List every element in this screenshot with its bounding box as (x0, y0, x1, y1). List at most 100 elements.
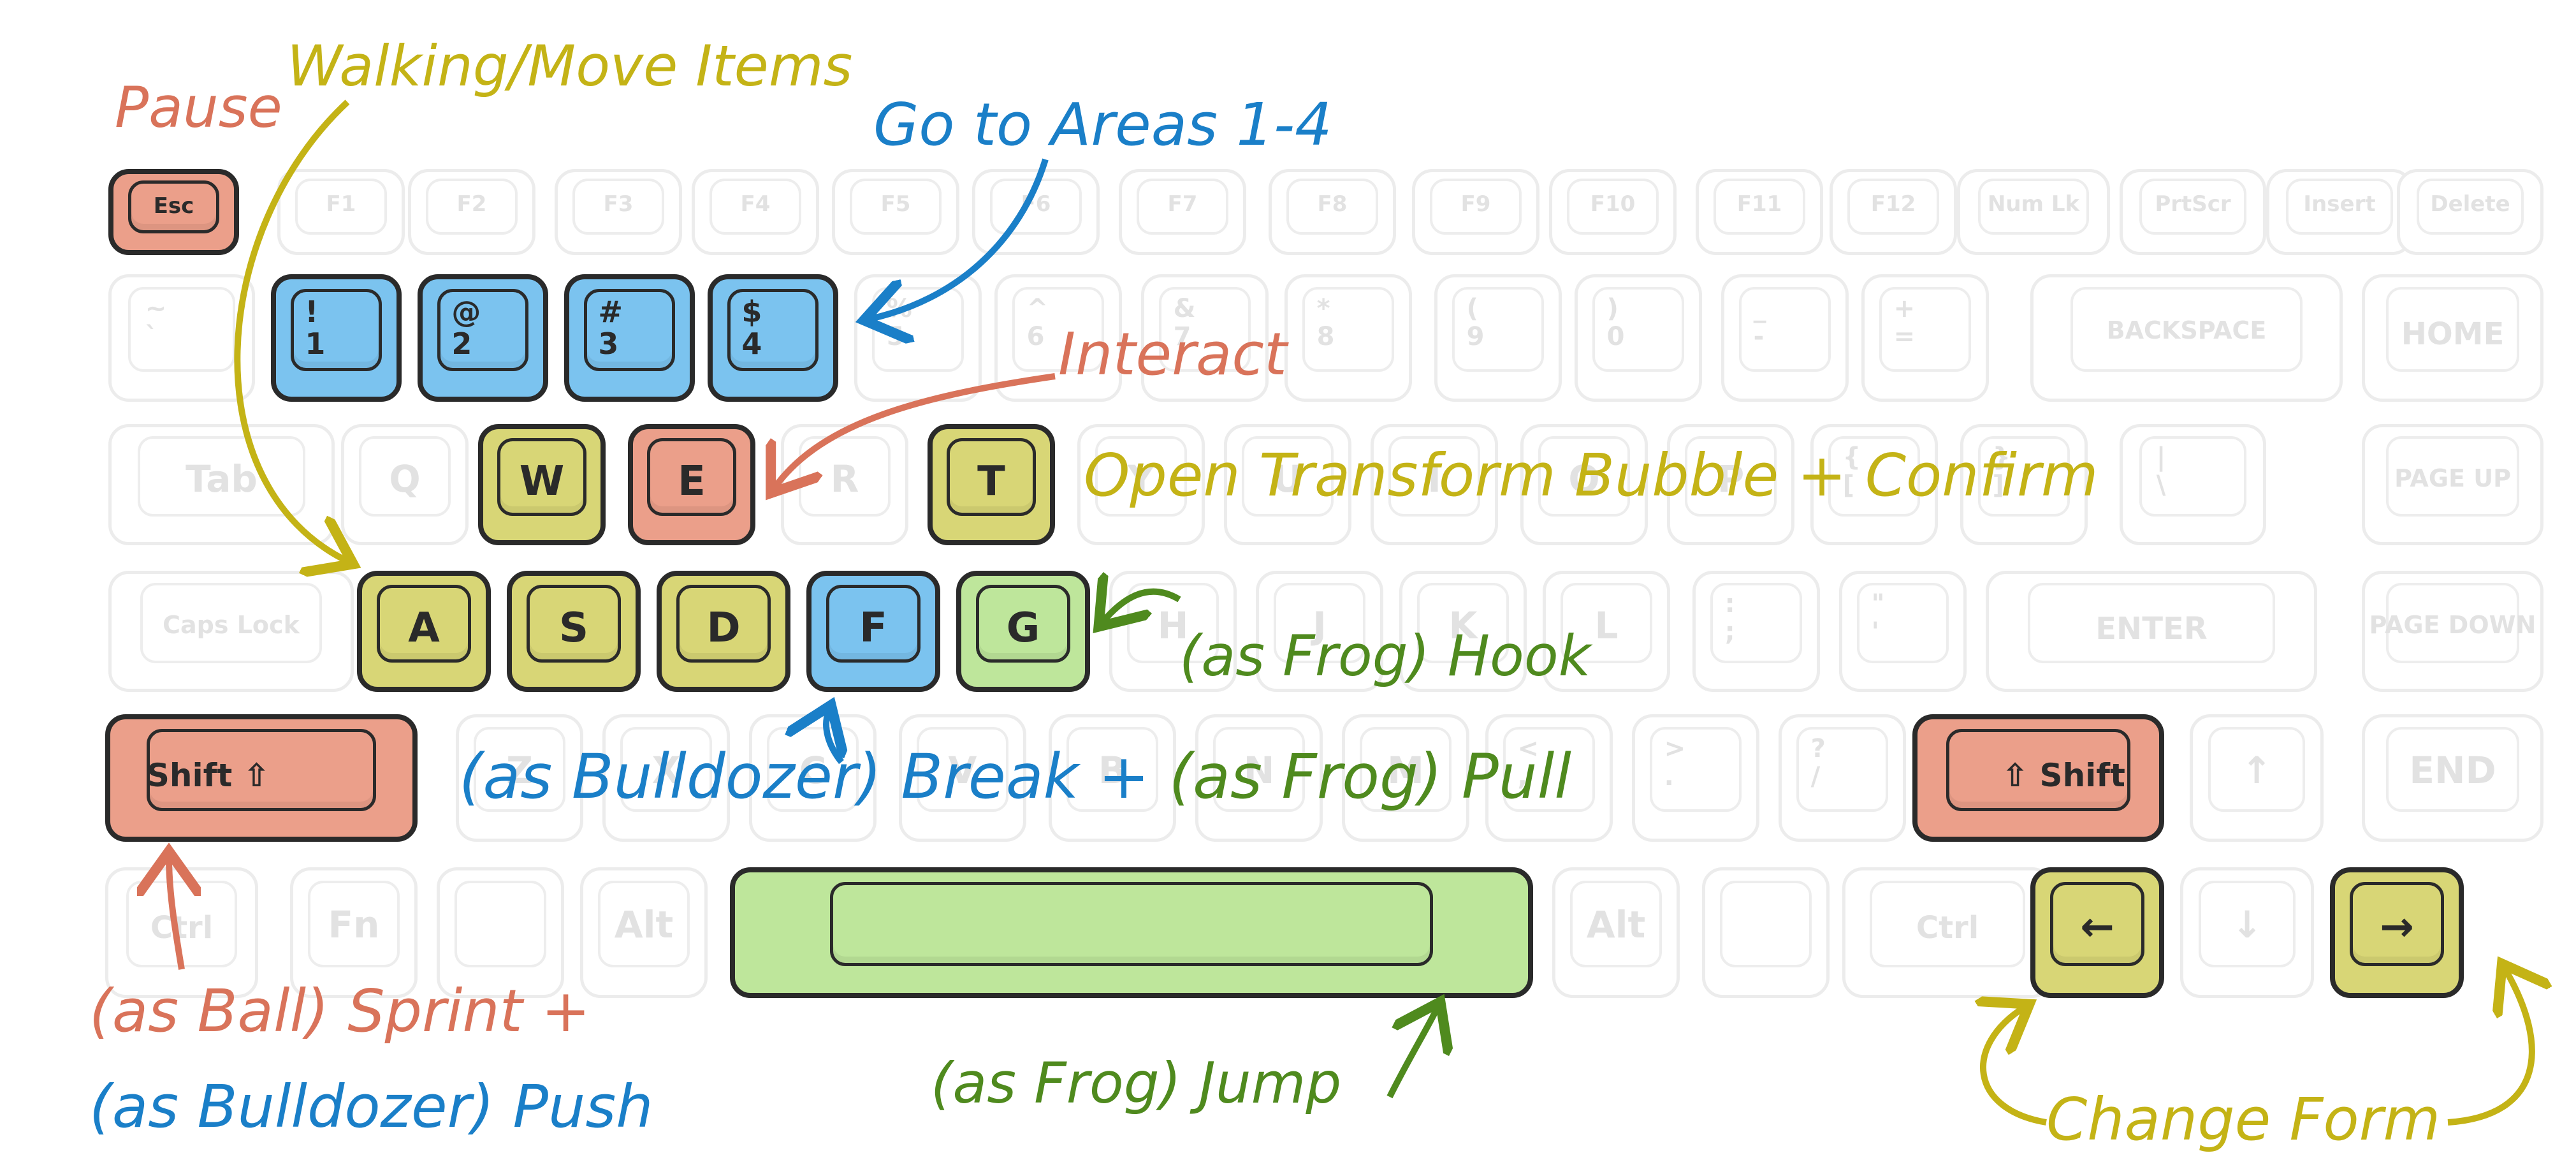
label-frog-hook: (as Frog) Hook (1179, 623, 1591, 689)
key-symbol: += (1861, 274, 1989, 402)
keycap (2286, 179, 2393, 235)
keycap (1828, 436, 1921, 517)
label-pause: Pause (115, 75, 282, 140)
key-legend: ~ (145, 293, 167, 323)
key-p: P (1667, 424, 1794, 545)
keycap (1856, 583, 1949, 664)
key-label: !1 (305, 296, 397, 360)
key-label: Alt (1586, 902, 1646, 946)
keycap (709, 179, 802, 235)
key-4: $4 (708, 274, 838, 402)
key-legend: 4 (741, 327, 762, 362)
key-f2: F2 (408, 169, 535, 255)
key-end: END (2362, 714, 2543, 842)
label-bulldozer-push: (as Bulldozer) Push (89, 1073, 653, 1141)
key-blank (437, 867, 564, 998)
keycap (976, 584, 1070, 663)
label-frog-pull: (as Frog) Pull (1168, 741, 1571, 812)
key-legend: ! (305, 294, 319, 329)
key-label: F7 (1167, 191, 1198, 217)
keycap (1560, 583, 1653, 664)
key-legend: 1 (305, 327, 326, 362)
keycap (138, 436, 305, 517)
keycap (1719, 880, 1812, 968)
key-legend: 0 (1606, 321, 1625, 351)
key-u: U (1224, 424, 1351, 545)
key-legend: { (1842, 443, 1861, 473)
key-label: PrtScr (2155, 191, 2231, 217)
keycap (620, 727, 713, 812)
key-label: |\ (2157, 443, 2263, 499)
key-f5: F5 (832, 169, 959, 255)
key-label: U (1272, 457, 1303, 501)
keycap (1684, 436, 1777, 517)
key-legend: 2 (451, 327, 472, 362)
keycap (1066, 727, 1159, 812)
key-f8: F8 (1269, 169, 1396, 255)
keycap (2208, 727, 2305, 812)
keycap (290, 288, 382, 371)
keycap (1710, 583, 1803, 664)
key-page-up: PAGE UP (2362, 424, 2543, 545)
keycap (454, 880, 547, 968)
key-m: M (1342, 714, 1469, 842)
key-label: V (948, 749, 977, 793)
keycap (1879, 287, 1972, 372)
key-d: D (657, 571, 790, 692)
key-legend: / (1810, 761, 1821, 791)
key-2: @2 (418, 274, 548, 402)
keycap (2199, 880, 2296, 968)
key-label: PAGE DOWN (2369, 610, 2536, 639)
key-label: &7 (1174, 295, 1265, 351)
key-label: Caps Lock (163, 610, 300, 639)
keycap (1592, 287, 1685, 372)
hook-arrow (1103, 592, 1181, 622)
label-ball-sprint: (as Ball) Sprint + (89, 977, 591, 1045)
key-label: _- (1754, 295, 1845, 351)
key-j: J (1256, 571, 1383, 692)
key-legend: ' (1871, 617, 1879, 647)
keycap (727, 288, 819, 371)
key-symbol: |\ (2120, 424, 2266, 545)
key-x: X (602, 714, 730, 842)
key-legend: ^ (1026, 293, 1049, 323)
key-f12: F12 (1830, 169, 1957, 255)
keycap (1388, 436, 1481, 517)
keycap (1977, 436, 2070, 517)
keycap (295, 179, 388, 235)
keycap (1302, 287, 1395, 372)
key-label: ?/ (1811, 735, 1903, 791)
keycap (437, 288, 529, 371)
interact-arrow (775, 373, 1056, 488)
key-v: V (899, 714, 1026, 842)
keycap (1212, 727, 1306, 812)
key-legend: _ (1753, 293, 1766, 323)
keycap (425, 179, 518, 235)
key-num-lk: Num Lk (1957, 169, 2110, 255)
key-legend: 6 (1026, 321, 1045, 351)
key-label: P (1717, 457, 1745, 501)
key-alt: Alt (580, 867, 708, 998)
key-label: ⇧ Shift (2002, 756, 2125, 794)
key-f3: F3 (555, 169, 682, 255)
key-label: ← (2080, 904, 2114, 951)
key-k: K (1399, 571, 1527, 692)
keycap (1870, 880, 2025, 968)
key-label: B (1098, 749, 1127, 793)
key-label: N (1243, 749, 1275, 793)
key-label: Insert (2303, 191, 2376, 217)
key-e: E (628, 424, 755, 545)
key-label: D (706, 605, 741, 652)
key-s: S (507, 571, 641, 692)
key-symbol: ~` (108, 274, 255, 402)
key-z: Z (456, 714, 583, 842)
keycap (1977, 179, 2090, 235)
key-l: L (1543, 571, 1670, 692)
change-form-arrow-left (1983, 1008, 2047, 1126)
keycap (2386, 287, 2519, 372)
label-bulldozer-break: (as Bulldozer) Break + (459, 741, 1169, 812)
keycap (2386, 436, 2519, 517)
key-legend: - (1753, 321, 1765, 351)
key-legend: ; (1724, 617, 1735, 647)
